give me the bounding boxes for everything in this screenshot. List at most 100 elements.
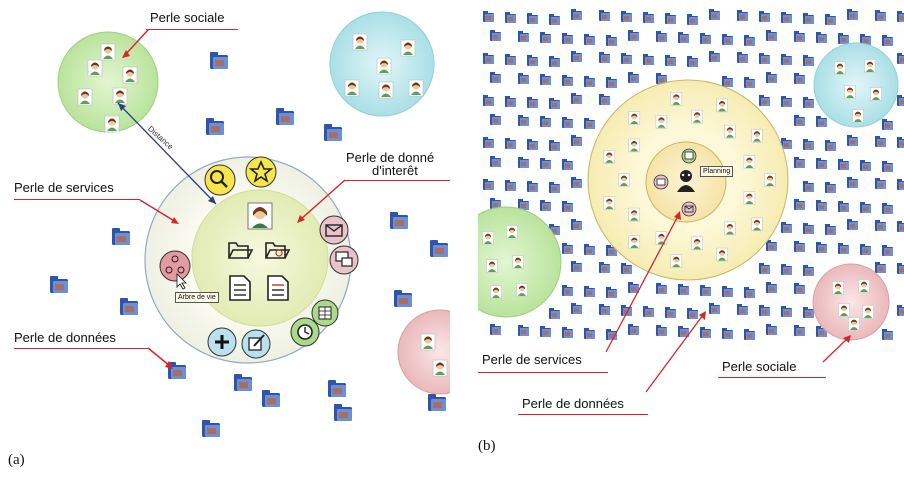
data-folder-icon[interactable] — [897, 305, 904, 316]
data-folder-icon[interactable] — [875, 136, 886, 147]
data-folder-icon[interactable] — [794, 241, 805, 252]
data-folder-icon[interactable] — [860, 202, 871, 213]
data-folder-icon[interactable] — [860, 160, 871, 171]
data-folder-icon[interactable] — [202, 420, 220, 437]
data-folder-icon[interactable] — [656, 283, 667, 294]
data-folder-icon[interactable] — [518, 31, 529, 42]
data-folder-icon[interactable] — [744, 329, 755, 340]
data-folder-icon[interactable] — [549, 308, 560, 319]
data-folder-icon[interactable] — [737, 10, 748, 21]
data-folder-icon[interactable] — [803, 307, 814, 318]
data-folder-icon[interactable] — [112, 228, 130, 245]
document-icon[interactable] — [229, 275, 251, 301]
data-folder-icon[interactable] — [527, 13, 538, 24]
data-folder-icon[interactable] — [838, 159, 849, 170]
search-service-button[interactable] — [204, 164, 236, 196]
data-folder-icon[interactable] — [803, 97, 814, 108]
data-folder-icon[interactable] — [599, 10, 610, 21]
data-folder-icon[interactable] — [210, 52, 228, 69]
data-folder-icon[interactable] — [328, 380, 346, 397]
data-folder-icon[interactable] — [794, 115, 805, 126]
data-folder-icon[interactable] — [334, 404, 352, 421]
data-folder-icon[interactable] — [571, 51, 582, 62]
social-pearl-pink[interactable] — [397, 309, 450, 395]
data-folder-icon[interactable] — [803, 55, 814, 66]
data-folder-icon[interactable] — [599, 52, 610, 63]
data-folder-icon[interactable] — [584, 76, 595, 87]
data-folder-icon[interactable] — [759, 263, 770, 274]
data-folder-icon[interactable] — [825, 14, 836, 25]
data-folder-icon[interactable] — [781, 12, 792, 23]
data-folder-icon[interactable] — [584, 118, 595, 129]
data-folder-icon[interactable] — [483, 53, 494, 64]
data-folder-icon[interactable] — [599, 262, 610, 273]
data-folder-icon[interactable] — [540, 158, 551, 169]
data-folder-icon[interactable] — [838, 33, 849, 44]
data-folder-icon[interactable] — [766, 30, 777, 41]
data-folder-icon[interactable] — [549, 182, 560, 193]
data-folder-icon[interactable] — [847, 9, 858, 20]
data-folder-icon[interactable] — [722, 328, 733, 339]
data-folder-icon[interactable] — [794, 31, 805, 42]
data-folder-icon[interactable] — [527, 55, 538, 66]
data-folder-icon[interactable] — [562, 117, 573, 128]
data-folder-icon[interactable] — [540, 326, 551, 337]
data-folder-icon[interactable] — [621, 263, 632, 274]
data-folder-icon[interactable] — [825, 140, 836, 151]
data-folder-icon[interactable] — [628, 282, 639, 293]
data-folder-icon[interactable] — [803, 223, 814, 234]
data-folder-icon[interactable] — [766, 324, 777, 335]
data-folder-icon[interactable] — [643, 12, 654, 23]
data-folder-icon[interactable] — [234, 374, 252, 391]
data-folder-icon[interactable] — [527, 97, 538, 108]
data-folder-icon[interactable] — [722, 76, 733, 87]
data-folder-icon[interactable] — [483, 95, 494, 106]
data-folder-icon[interactable] — [562, 285, 573, 296]
data-folder-icon[interactable] — [709, 303, 720, 314]
data-folder-icon[interactable] — [665, 13, 676, 24]
data-folder-icon[interactable] — [562, 75, 573, 86]
data-folder-icon[interactable] — [490, 324, 501, 335]
data-folder-icon[interactable] — [700, 285, 711, 296]
data-folder-icon[interactable] — [766, 72, 777, 83]
data-folder-icon[interactable] — [897, 179, 904, 190]
data-folder-icon[interactable] — [540, 32, 551, 43]
data-folder-icon[interactable] — [599, 94, 610, 105]
data-folder-icon[interactable] — [875, 220, 886, 231]
data-folder-icon[interactable] — [678, 32, 689, 43]
data-folder-icon[interactable] — [505, 12, 516, 23]
social-pearl-pink[interactable] — [812, 263, 890, 341]
data-folder-icon[interactable] — [518, 73, 529, 84]
data-folder-icon[interactable] — [882, 245, 893, 256]
data-folder-icon[interactable] — [794, 199, 805, 210]
data-folder-icon[interactable] — [571, 177, 582, 188]
data-folder-icon[interactable] — [875, 178, 886, 189]
data-folder-icon[interactable] — [628, 324, 639, 335]
flagged-document-icon[interactable] — [267, 275, 289, 301]
data-folder-icon[interactable] — [759, 95, 770, 106]
data-folder-icon[interactable] — [781, 222, 792, 233]
data-folder-icon[interactable] — [665, 307, 676, 318]
data-folder-icon[interactable] — [571, 219, 582, 230]
data-folder-icon[interactable] — [860, 244, 871, 255]
data-folder-icon[interactable] — [656, 325, 667, 336]
data-folder-icon[interactable] — [606, 77, 617, 88]
data-folder-icon[interactable] — [897, 11, 904, 22]
data-folder-icon[interactable] — [518, 115, 529, 126]
data-folder-icon[interactable] — [816, 116, 827, 127]
data-folder-icon[interactable] — [527, 139, 538, 150]
data-folder-icon[interactable] — [562, 159, 573, 170]
data-folder-icon[interactable] — [540, 200, 551, 211]
data-folder-icon[interactable] — [628, 72, 639, 83]
data-folder-icon[interactable] — [584, 34, 595, 45]
data-folder-icon[interactable] — [549, 56, 560, 67]
data-folder-icon[interactable] — [606, 35, 617, 46]
data-folder-icon[interactable] — [483, 179, 494, 190]
data-folder-icon[interactable] — [483, 11, 494, 22]
data-folder-icon[interactable] — [549, 98, 560, 109]
data-folder-icon[interactable] — [687, 308, 698, 319]
data-folder-icon[interactable] — [540, 116, 551, 127]
data-folder-icon[interactable] — [803, 13, 814, 24]
data-folder-icon[interactable] — [781, 54, 792, 65]
data-folder-icon[interactable] — [505, 96, 516, 107]
